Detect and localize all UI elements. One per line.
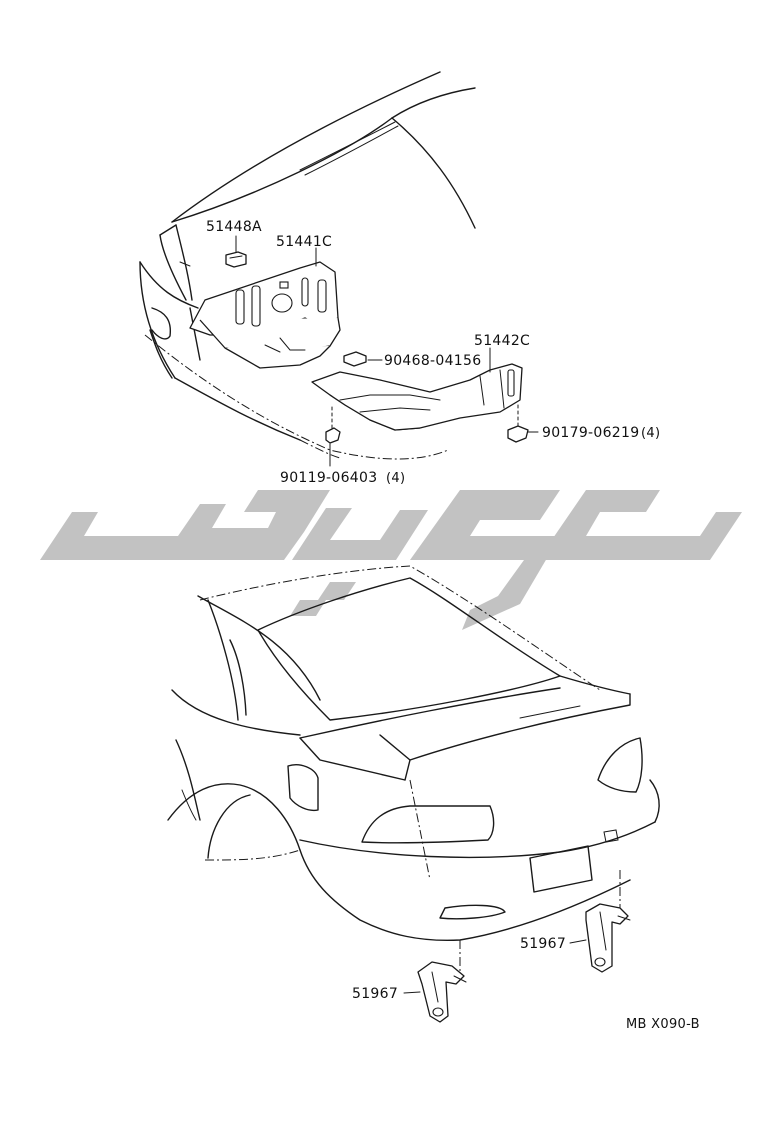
label-51967-left: 51967 bbox=[352, 986, 398, 1002]
label-90179-06219: 90179-06219 bbox=[542, 425, 639, 441]
rear-car-outline bbox=[167, 565, 660, 980]
grommet-90179 bbox=[507, 404, 529, 443]
leader-lines-lower bbox=[403, 939, 587, 994]
label-51448a: 51448A bbox=[206, 219, 262, 235]
label-51442c: 51442C bbox=[474, 333, 530, 349]
label-90119-06403: 90119-06403 bbox=[280, 470, 377, 486]
label-90468-04156: 90468-04156 bbox=[384, 353, 481, 369]
engine-under-cover-front bbox=[189, 261, 341, 369]
engine-under-cover-rear bbox=[311, 363, 523, 431]
label-51441c: 51441C bbox=[276, 234, 332, 250]
clip-90468 bbox=[343, 351, 367, 367]
screw-90119 bbox=[325, 403, 341, 444]
watermark-logo bbox=[40, 490, 742, 630]
diagram-code: MB X090-B bbox=[626, 1017, 700, 1032]
bracket-51967-left bbox=[417, 961, 467, 1023]
front-car-outline bbox=[139, 71, 476, 460]
leader-lines-upper bbox=[235, 235, 539, 467]
label-90179-qty: (4) bbox=[641, 426, 660, 441]
label-90119-qty: (4) bbox=[386, 471, 405, 486]
bracket-51967-right bbox=[585, 903, 631, 973]
label-51967-right: 51967 bbox=[520, 936, 566, 952]
clip-51448a bbox=[225, 251, 247, 268]
